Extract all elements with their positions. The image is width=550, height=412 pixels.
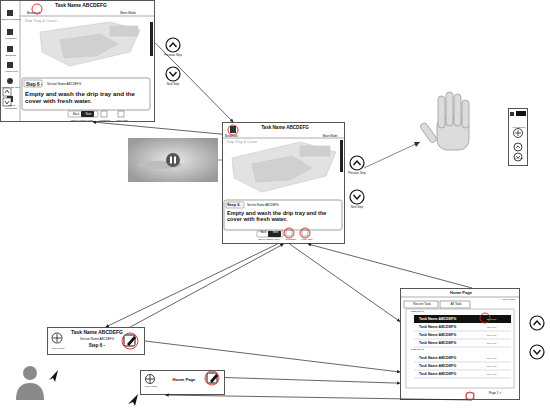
- screen-text: Workspace: [97, 119, 113, 122]
- screen-text: Back: [258, 232, 269, 235]
- screen-text: 2023-05-02: [411, 349, 441, 352]
- screen-text: Task Name ABCDEFG: [419, 372, 479, 376]
- screen-text: Home Page: [114, 119, 130, 122]
- screen-text: Object / Display Mode: [251, 238, 287, 241]
- screen-text: Previous Step: [509, 126, 529, 128]
- screen-text: Bookmark: [225, 135, 247, 138]
- screen-text: Next: [82, 113, 95, 116]
- screen-text: All Task: [441, 303, 471, 307]
- screen-text: Anchor Point: [1, 70, 21, 73]
- button-caption: Next Step: [160, 83, 186, 86]
- screen-text: Move Mode: [141, 386, 161, 389]
- screen-text: Home Page: [436, 291, 486, 296]
- screen-text: Step 6/10: [487, 357, 509, 360]
- screen-text: Back: [70, 113, 82, 116]
- screen-text: Step 6/10: [487, 365, 509, 368]
- screen-text: Section Name ABCDEFG: [47, 83, 107, 86]
- screen-text: Task Name ABCDEFG: [419, 317, 479, 321]
- flow-arrow: [225, 378, 400, 384]
- screen-text: Next: [269, 232, 282, 235]
- flow-arrow: [106, 244, 278, 327]
- screen-text: Step 6 -: [66, 343, 128, 348]
- screen-text: Move Mode: [499, 299, 519, 302]
- screen-frame: Home PageMove Mode: [140, 370, 225, 395]
- screen-frame: Task Name ABCDEFG Bookmark Move ModeDrip T…: [0, 0, 155, 122]
- screen-text: Section Name ABCDEFG: [66, 338, 128, 341]
- screen-frame: Task Name ABCDEFG Section Name ABCDEFG Ste…: [47, 327, 145, 355]
- screen-text: Drip Tray & Cover: [227, 140, 277, 144]
- screen-text: Workspace: [1, 37, 21, 40]
- screen-text: Task Name ABCDEFG: [248, 125, 322, 130]
- screen-text: Step 6 -: [227, 203, 245, 208]
- screen-text: Task Name ABCDEFG: [41, 3, 121, 9]
- screen-text: Drip Tray & Cover: [25, 19, 85, 24]
- screen-text: Workspace: [283, 238, 299, 241]
- button-caption: Previous Step: [160, 54, 186, 57]
- screen-text: Empty and wash the drip tray and the cov…: [227, 210, 341, 223]
- flow-arrow: [290, 244, 400, 322]
- screen-text: Home Page: [159, 378, 209, 383]
- screen-text: Restore The Step: [1, 86, 21, 89]
- screen-text: Move Mode: [48, 348, 68, 351]
- screen-frame: Previous StepNext Step: [508, 108, 528, 166]
- flow-arrow: [130, 244, 283, 327]
- screen-text: Section Name ABCDEFG: [247, 204, 307, 207]
- flow-arrow: [145, 341, 400, 372]
- screen-text: 2023-05-01: [411, 311, 441, 314]
- screen-text: Empty and wash the drip tray and the cov…: [25, 90, 149, 104]
- screen-text: Home Page: [299, 238, 315, 241]
- screen-text: Task Name ABCDEFG: [419, 364, 479, 368]
- screen-text: Next Step: [509, 157, 529, 159]
- screen-text: Recent Task: [405, 303, 439, 307]
- screen-text: Move Mode: [113, 12, 143, 15]
- screen-text: Task Name ABCDEFG: [66, 330, 128, 336]
- button-caption: Next Step: [344, 206, 370, 209]
- screen-text: Move Mode: [315, 135, 345, 138]
- screen-text: Bookmark: [27, 12, 49, 15]
- flow-arrow: [93, 122, 222, 134]
- screen-text: Step 6/10: [487, 318, 509, 321]
- button-caption: Previous Step: [344, 172, 370, 175]
- screen-text: Instruct Recognition: [1, 104, 21, 109]
- screen-text: Step 6/10: [487, 326, 509, 329]
- flow-arrow: [308, 244, 472, 288]
- screen-text: Object Recognition: [1, 18, 21, 21]
- screen-text: Step 6/10: [487, 334, 509, 337]
- screen-text: Task Name ABCDEFG: [419, 341, 479, 345]
- flow-arrow: [155, 43, 233, 122]
- screen-text: Bookmark: [1, 54, 21, 57]
- screen-text: Task Name ABCDEFG: [419, 356, 479, 360]
- screen-text: Page 1 >: [489, 392, 515, 395]
- screen-text: Task Name ABCDEFG: [419, 333, 479, 337]
- screen-frame: Home PageMove ModeRecent TaskAll Task 202…: [400, 288, 520, 400]
- screen-text: Step 6/10: [487, 342, 509, 345]
- screen-text: Object / Display Mode: [63, 119, 101, 122]
- screen-text: Step 6/10: [487, 373, 509, 376]
- screen-text: Task Name ABCDEFG: [419, 325, 479, 329]
- screen-text: Step 6 -: [26, 82, 44, 87]
- screen-frame: Task Name ABCDEFG Bookmark Move ModeDrip T…: [222, 122, 345, 244]
